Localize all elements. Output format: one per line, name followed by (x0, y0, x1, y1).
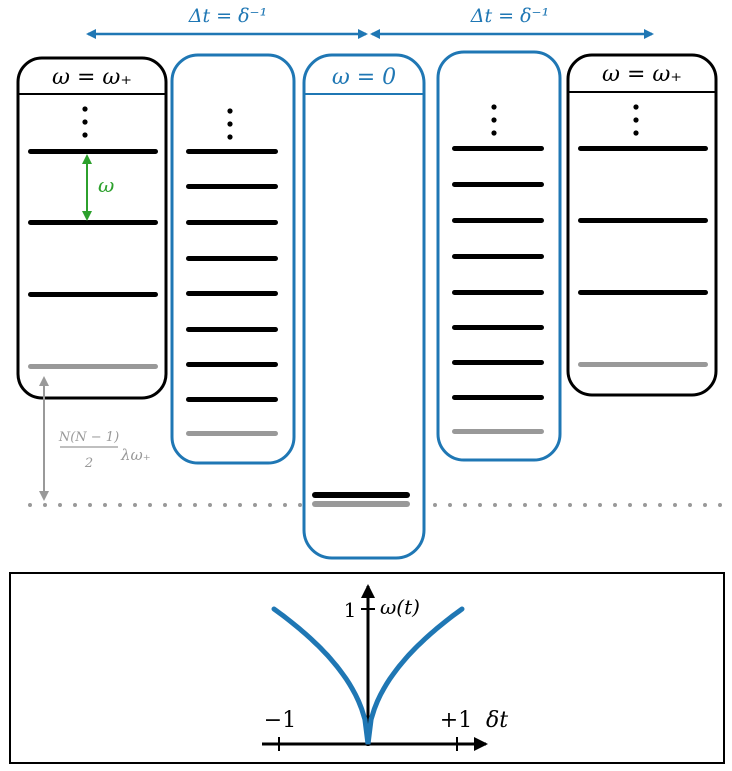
energy-level (28, 220, 158, 225)
energy-level (186, 184, 278, 189)
energy-level (578, 290, 708, 295)
svg-text:N(N − 1): N(N − 1) (58, 430, 119, 445)
energy-level (452, 218, 544, 223)
energy-level (578, 218, 708, 223)
time-interval-label-right: Δt = δ⁻¹ (470, 5, 549, 27)
energy-level (186, 362, 278, 367)
energy-level-gray (312, 501, 410, 507)
energy-level (186, 256, 278, 261)
energy-level (452, 395, 544, 400)
energy-level (28, 292, 158, 297)
energy-level (312, 492, 410, 498)
energy-level (186, 220, 278, 225)
energy-level (28, 149, 158, 154)
time-interval-label-left: Δt = δ⁻¹ (188, 5, 267, 27)
energy-level (186, 397, 278, 402)
vertical-dots (491, 104, 497, 136)
energy-level-gray (578, 362, 708, 367)
column-transition-right (436, 50, 562, 462)
svg-text:λω₊: λω₊ (120, 446, 151, 464)
energy-level (452, 290, 544, 295)
energy-level (452, 182, 544, 187)
vertical-dots (227, 108, 233, 140)
energy-level (452, 146, 544, 151)
inset-plot: 1 ω(t) −1 +1 δt (9, 572, 725, 764)
column-header-omega-plus-left: ω = ω₊ (52, 65, 132, 90)
level-spacing-label: ω (98, 173, 114, 197)
energy-level (186, 149, 278, 154)
energy-level (452, 254, 544, 259)
energy-level-gray (28, 364, 158, 369)
omega-curve (271, 606, 465, 745)
ground-energy-label: N(N − 1) 2 λω₊ (58, 430, 151, 471)
x-tick-label-right: +1 (440, 708, 472, 733)
column-omega-plus-right: ω = ω₊ (566, 53, 718, 397)
column-header-omega-zero: ω = 0 (332, 65, 396, 90)
column-header-omega-plus-right: ω = ω₊ (602, 62, 682, 87)
energy-level (452, 325, 544, 330)
energy-level-gray (452, 429, 544, 434)
y-axis-label: ω(t) (380, 595, 420, 619)
y-tick-label: 1 (344, 598, 357, 622)
energy-level-gray (186, 431, 278, 436)
column-omega-plus-left: ω = ω₊ ω (16, 56, 168, 400)
energy-level (186, 327, 278, 332)
vertical-dots (82, 106, 88, 138)
vertical-dots (633, 104, 639, 136)
energy-level (452, 360, 544, 365)
x-axis-label: δt (486, 708, 508, 733)
energy-level (186, 291, 278, 296)
energy-level (578, 146, 708, 151)
column-omega-zero: ω = 0 (302, 53, 426, 560)
svg-text:2: 2 (84, 456, 93, 471)
column-transition-left (170, 53, 296, 465)
x-tick-label-left: −1 (264, 708, 296, 733)
